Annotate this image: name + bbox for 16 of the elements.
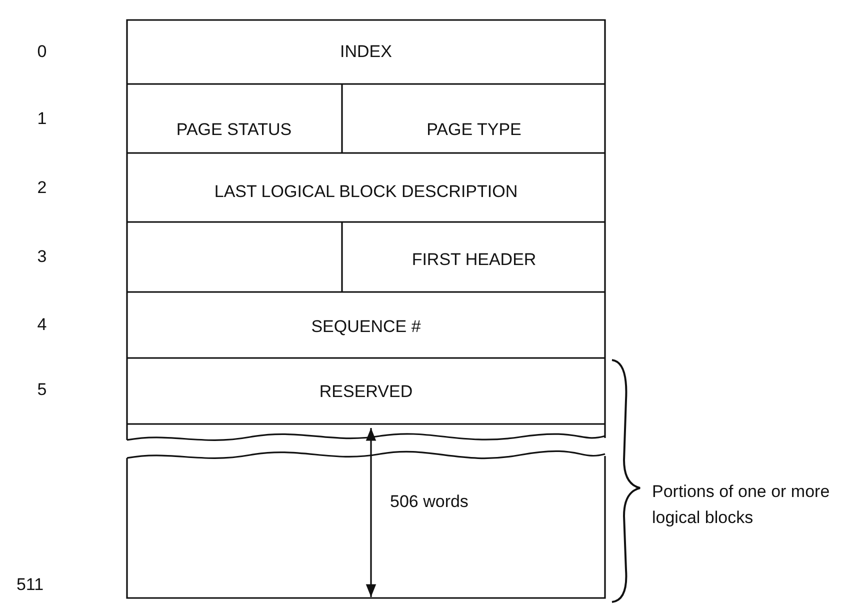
field-label: LAST LOGICAL BLOCK DESCRIPTION [214,182,518,202]
row-number: 0 [37,42,47,62]
field-label: INDEX [340,42,392,62]
row-number: 1 [37,109,47,129]
field-label: PAGE TYPE [426,120,522,140]
row-number: 2 [37,178,47,198]
row-number: 3 [37,247,47,267]
annotation-text: Portions of one or more logical blocks [652,481,831,529]
field-label: SEQUENCE # [311,317,421,337]
dimension-label: 506 words [390,492,468,512]
field-label: PAGE STATUS [176,120,292,140]
field-label: RESERVED [319,382,413,402]
row-number: 5 [37,380,47,400]
row-number: 4 [37,315,47,335]
row-number: 511 [16,575,44,595]
field-label: FIRST HEADER [412,250,536,270]
